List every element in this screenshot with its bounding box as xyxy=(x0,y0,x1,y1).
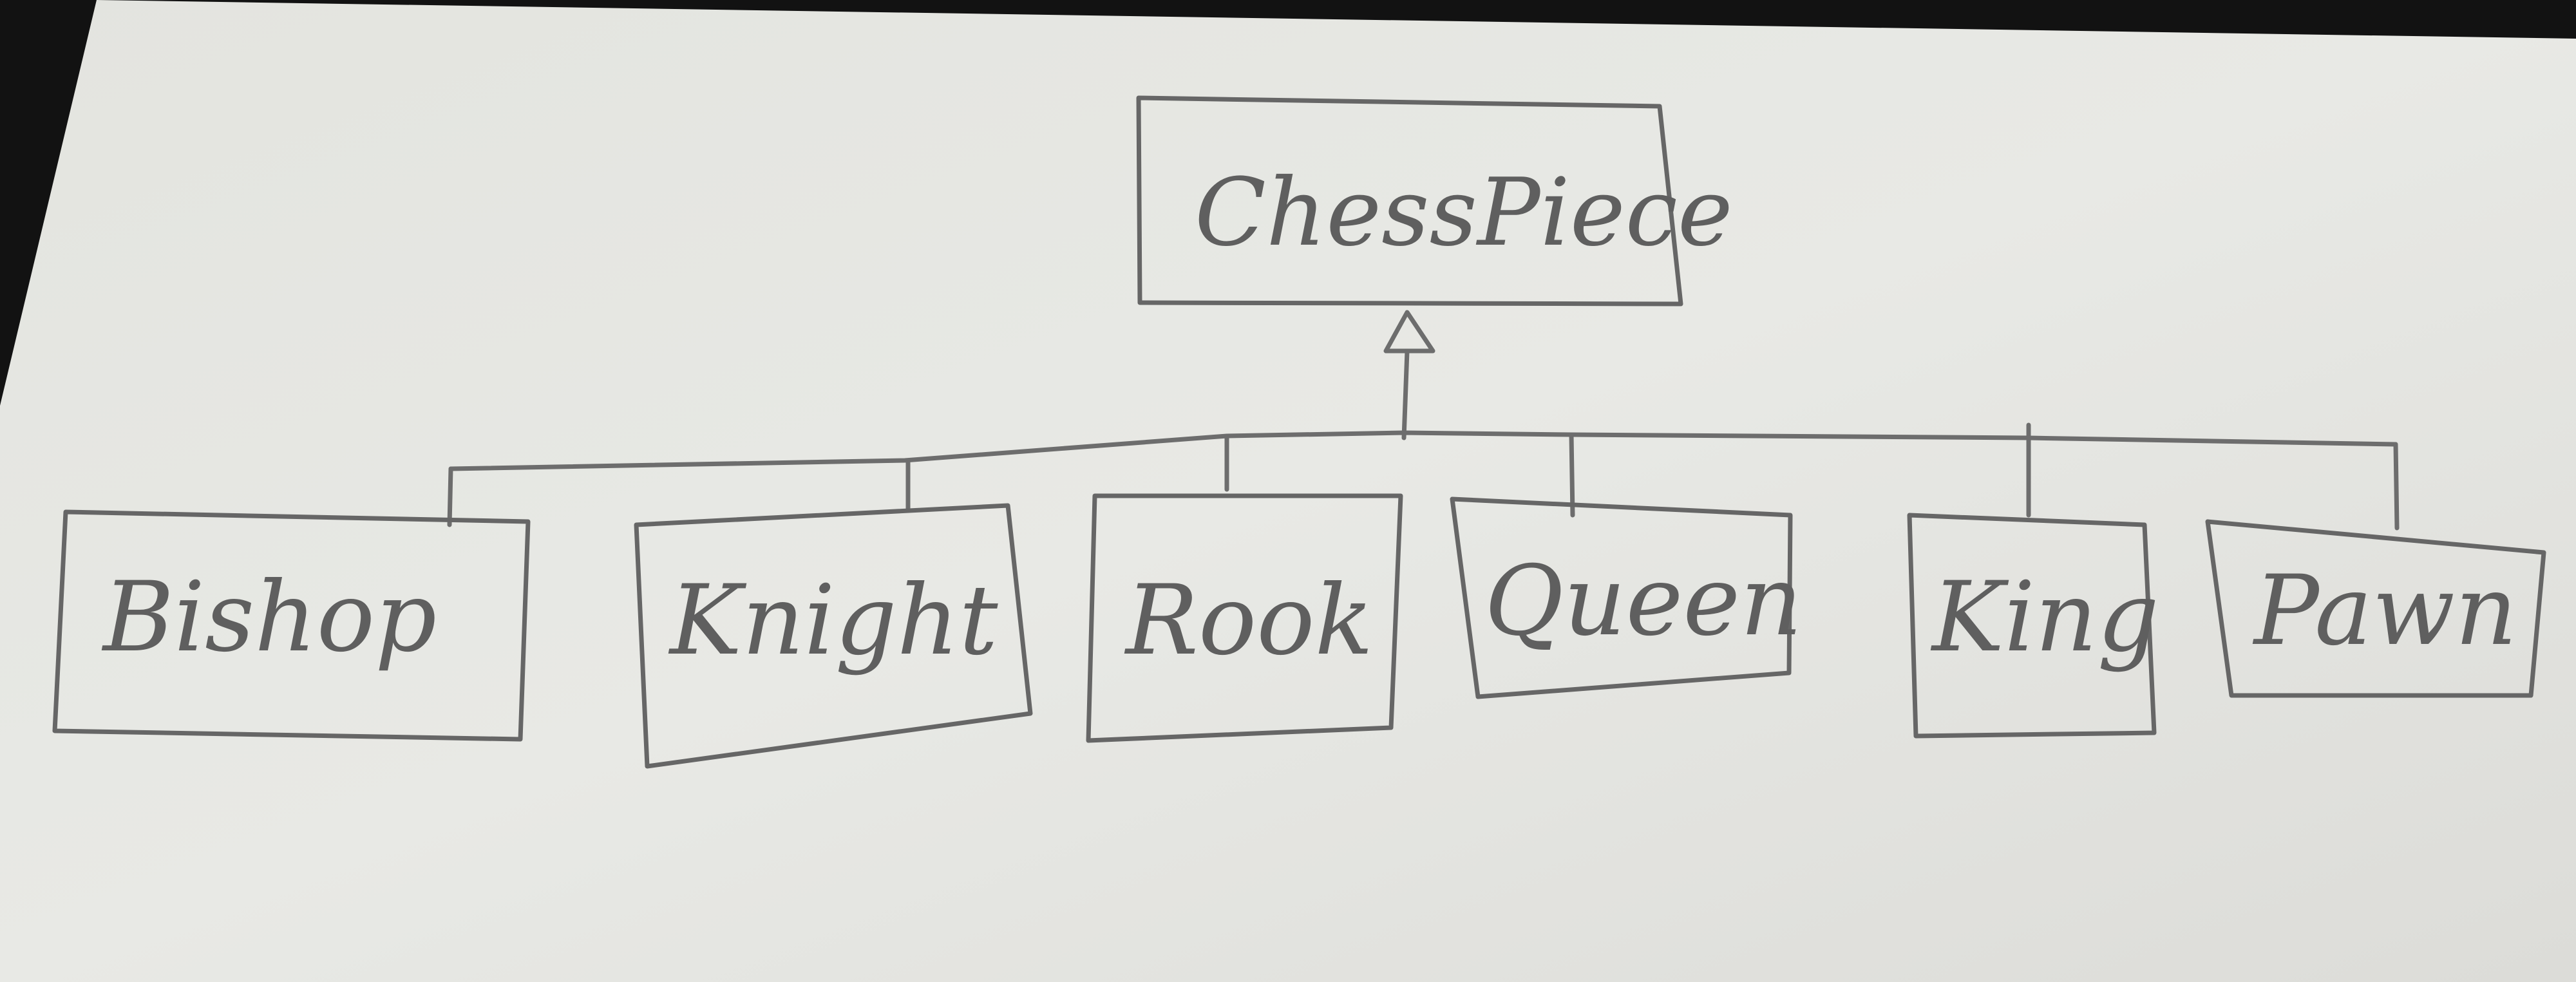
class-label-chesspiece: ChessPiece xyxy=(1195,158,1733,267)
class-box-queen: Queen xyxy=(1450,496,1803,699)
class-box-bishop: Bishop xyxy=(52,509,531,742)
class-label-queen: Queen xyxy=(1484,545,1803,657)
class-box-chesspiece: ChessPiece xyxy=(1136,95,1733,307)
class-box-rook: Rook xyxy=(1086,493,1403,743)
connector-queen xyxy=(1569,433,1575,518)
connector-bishop xyxy=(447,466,453,527)
class-box-pawn: Pawn xyxy=(2205,519,2546,698)
class-label-knight: Knight xyxy=(668,565,998,677)
inheritance-arrow xyxy=(1383,310,1435,440)
class-label-bishop: Bishop xyxy=(101,562,437,674)
class-label-king: King xyxy=(1930,562,2159,674)
class-box-king: King xyxy=(1907,513,2159,739)
class-label-pawn: Pawn xyxy=(2252,555,2517,667)
class-box-knight: Knight xyxy=(634,503,1033,769)
connector-pawn xyxy=(2393,442,2400,531)
class-label-rook: Rook xyxy=(1124,565,1373,677)
